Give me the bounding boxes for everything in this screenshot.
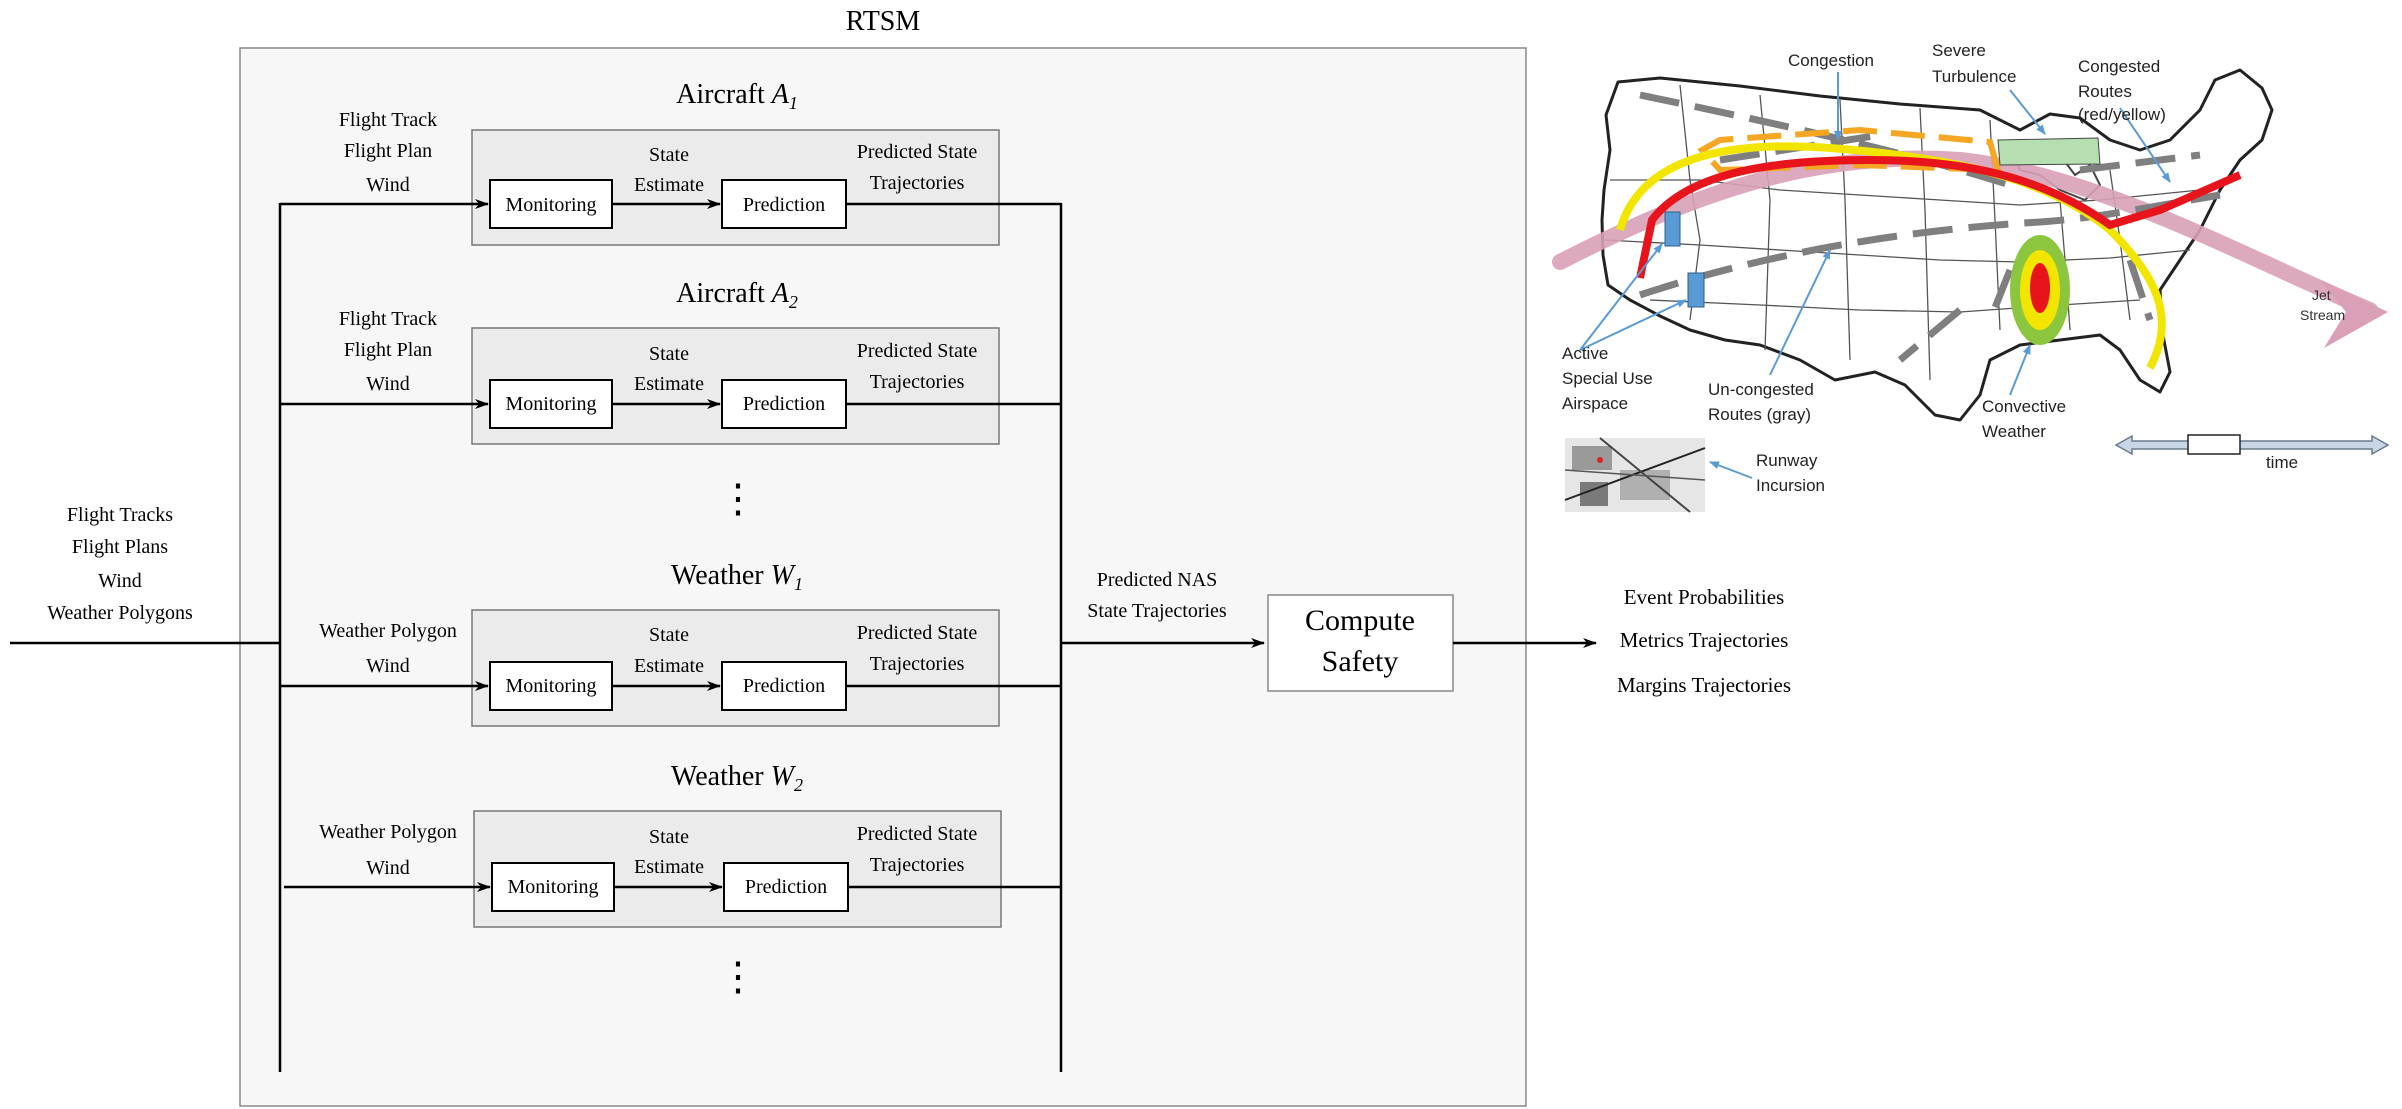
module-title: Aircraft A2 <box>676 278 798 312</box>
external-inputs-label: Flight Tracks Flight Plans Wind Weather … <box>47 504 193 624</box>
module-input-2: Flight Plan <box>344 339 432 361</box>
time-window <box>2187 434 2241 455</box>
label-severe-turbulence-1: Severe <box>1932 41 1986 60</box>
output-label-2: Trajectories <box>870 653 965 675</box>
label-uncongested-1: Un-congested <box>1708 380 1814 399</box>
label-runway-2: Incursion <box>1756 476 1825 495</box>
congested-route-red <box>1636 155 2242 279</box>
label-uncongested-2: Routes (gray) <box>1708 405 1811 424</box>
severe-turbulence-area <box>1997 137 2101 166</box>
module-input-1: Weather Polygon <box>319 620 457 642</box>
state-label-1: State <box>649 826 689 848</box>
label-runway-1: Runway <box>1756 451 1818 470</box>
module-input-2: Flight Plan <box>344 140 432 162</box>
module-title: Weather W2 <box>671 761 803 795</box>
label-congestion: Congestion <box>1788 51 1874 70</box>
prediction-label: Prediction <box>743 194 825 216</box>
prediction-label: Prediction <box>743 393 825 415</box>
state-label-1: State <box>649 144 689 166</box>
state-label-2: Estimate <box>634 174 704 196</box>
us-airspace-map: Congestion Severe Turbulence Congested R… <box>1552 41 2390 513</box>
annotation-arrows <box>1579 72 2171 479</box>
time-label: time <box>2266 453 2298 472</box>
jet-stream <box>1552 150 2378 318</box>
external-input-3: Wind <box>98 570 142 592</box>
label-convective-1: Convective <box>1982 397 2066 416</box>
label-active-sua-2: Special Use <box>1562 369 1653 388</box>
output-label-1: Predicted State <box>857 823 978 845</box>
nas-label-1: Predicted NAS <box>1097 569 1218 591</box>
ellipsis-aircraft: ⋮ <box>718 476 758 521</box>
module-input-1: Flight Track <box>339 308 437 330</box>
monitoring-label: Monitoring <box>505 675 596 697</box>
external-input-4: Weather Polygons <box>47 602 193 624</box>
module-input-3: Wind <box>366 174 410 196</box>
label-active-sua-3: Airspace <box>1562 394 1628 413</box>
monitoring-label: Monitoring <box>505 393 596 415</box>
state-label-1: State <box>649 624 689 646</box>
rtsm-title: RTSM <box>846 6 921 37</box>
label-congested-routes-3: (red/yellow) <box>2078 105 2166 124</box>
module-input-1: Flight Track <box>339 109 437 131</box>
output-label-2: Trajectories <box>870 172 965 194</box>
module-aircraft-a1: Aircraft A1 Flight Track Flight Plan Win… <box>280 79 1061 246</box>
output-metrics-trajectories: Metrics Trajectories <box>1620 628 1789 652</box>
module-aircraft-a2: Aircraft A2 Flight Track Flight Plan Win… <box>280 278 1061 445</box>
monitoring-box <box>491 862 615 912</box>
nas-label-2: State Trajectories <box>1087 600 1227 622</box>
label-active-sua-1: Active <box>1562 344 1608 363</box>
sua-block-1 <box>1664 211 1681 247</box>
module-title: Aircraft A1 <box>676 79 798 113</box>
label-severe-turbulence-2: Turbulence <box>1932 67 2016 86</box>
prediction-box <box>721 179 847 229</box>
monitoring-box <box>489 179 613 229</box>
external-input-2: Flight Plans <box>72 536 168 558</box>
compute-safety-label-2: Safety <box>1322 645 1399 678</box>
label-jet-stream-2: Stream <box>2300 307 2345 323</box>
output-label-2: Trajectories <box>870 854 965 876</box>
state-label-1: State <box>649 343 689 365</box>
label-convective-2: Weather <box>1982 422 2046 441</box>
time-axis: time <box>2114 434 2390 472</box>
label-jet-stream-1: Jet <box>2312 287 2331 303</box>
monitoring-label: Monitoring <box>505 194 596 216</box>
state-label-2: Estimate <box>634 655 704 677</box>
output-label-1: Predicted State <box>857 340 978 362</box>
output-label-1: Predicted State <box>857 141 978 163</box>
prediction-label: Prediction <box>743 675 825 697</box>
output-event-probabilities: Event Probabilities <box>1624 585 1784 609</box>
time-arrow <box>2114 434 2390 456</box>
runway-inset-image <box>1564 437 1706 513</box>
module-weather-w2: Weather W2 Weather Polygon Wind State Es… <box>284 761 1061 928</box>
label-congested-routes-1: Congested <box>2078 57 2160 76</box>
external-input-1: Flight Tracks <box>67 504 173 526</box>
compute-safety-label-1: Compute <box>1305 604 1415 637</box>
output-label-2: Trajectories <box>870 371 965 393</box>
module-input-2: Wind <box>366 655 410 677</box>
module-input-2: Wind <box>366 857 410 879</box>
ellipsis-weather: ⋮ <box>718 954 758 999</box>
module-input-3: Wind <box>366 373 410 395</box>
module-weather-w1: Weather W1 Weather Polygon Wind State Es… <box>280 560 1061 727</box>
module-input-1: Weather Polygon <box>319 821 457 843</box>
convective-core <box>2030 263 2050 313</box>
sua-block-2 <box>1687 272 1705 308</box>
congestion-area <box>1697 126 2003 174</box>
module-title: Weather W1 <box>671 560 803 594</box>
us-outline <box>1600 68 2274 422</box>
jet-stream-head <box>2320 280 2388 348</box>
prediction-box <box>721 661 847 711</box>
compute-safety-box <box>1267 594 1454 692</box>
output-margins-trajectories: Margins Trajectories <box>1617 673 1791 697</box>
prediction-label: Prediction <box>745 876 827 898</box>
output-label-1: Predicted State <box>857 622 978 644</box>
state-label-2: Estimate <box>634 373 704 395</box>
label-congested-routes-2: Routes <box>2078 82 2132 101</box>
monitoring-label: Monitoring <box>507 876 598 898</box>
prediction-box <box>721 379 847 429</box>
state-label-2: Estimate <box>634 856 704 878</box>
